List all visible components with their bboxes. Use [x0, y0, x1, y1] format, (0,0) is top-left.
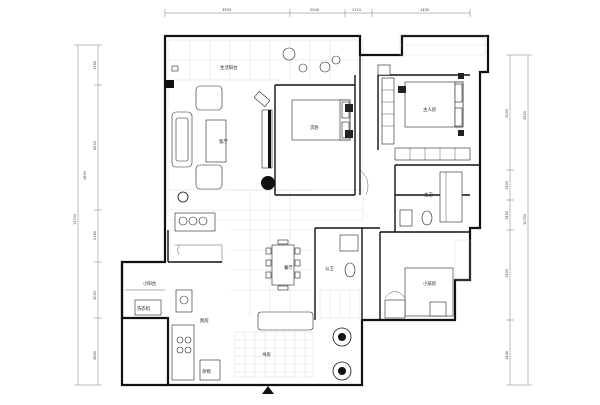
dim-left-6: 1800 [83, 170, 87, 180]
bed-master [404, 81, 464, 128]
dim-right-total: 10700 [523, 213, 527, 225]
dim-top-4: 1400 [420, 8, 430, 12]
room-label-storage: 杂物 [202, 368, 211, 375]
right-dimension-lines: 3000 1500 1450 1500 1440 10700 3500 [505, 54, 532, 386]
room-label-master-bath: 主卫 [424, 191, 433, 198]
armchair-bottom [195, 164, 223, 190]
kitchen: 厨房 杂物 [171, 289, 221, 381]
entry-area: 书房 [234, 311, 352, 394]
room-label-second: 次卧 [310, 124, 319, 131]
top-dimension-lines: 3950 2040 1115 1400 [164, 8, 471, 17]
small-bedroom: 小孩房 [384, 239, 471, 319]
small-balcony: 小阳台 洗衣机 [125, 280, 165, 316]
room-label-laundry: 洗衣机 [137, 305, 151, 312]
basin-master [399, 209, 413, 227]
dim-top-3: 1115 [352, 8, 361, 12]
dim-left-total: 13700 [73, 213, 77, 225]
plant-icon-2 [332, 361, 352, 381]
plant-icon [261, 176, 275, 190]
dim-left-4: 3000 [93, 290, 97, 300]
stove-burner-icon [176, 336, 184, 344]
room-label-guest-bath: 公卫 [325, 266, 334, 272]
dim-right-4: 1500 [505, 268, 509, 278]
room-label-living: 客厅 [219, 138, 228, 145]
coffee-table [205, 119, 227, 163]
room-label-study: 书房 [262, 351, 271, 358]
dim-right-1: 3000 [505, 108, 509, 118]
balcony-area: 生活阳台 阳台 [166, 47, 341, 88]
dim-right-outer: 3500 [523, 110, 527, 120]
dim-left-2: 4900 [93, 140, 97, 150]
dim-top-1: 3950 [222, 8, 232, 12]
dim-left-5: 2850 [93, 350, 97, 360]
room-label-master: 主人房 [423, 106, 437, 113]
dim-right-3: 1450 [505, 210, 509, 220]
room-label-small: 小孩房 [423, 280, 437, 287]
dining-room: 餐厅 [265, 239, 301, 291]
toilet-master [421, 210, 433, 226]
dim-left-3: 2180 [93, 230, 97, 240]
dim-right-5: 1440 [505, 350, 509, 360]
plant-icon-1 [332, 327, 352, 347]
interior-walls [167, 55, 480, 320]
toilet-guest [344, 262, 356, 278]
living-room: 客厅 [171, 85, 275, 262]
dim-right-2: 1500 [505, 180, 509, 190]
master-bathroom: 主卫 [399, 171, 463, 227]
second-bedroom: 次卧 [291, 99, 369, 196]
room-label-balcony: 生活阳台 [220, 64, 238, 71]
room-label-small-balcony: 小阳台 [143, 280, 157, 287]
guest-bathroom: 公卫 [319, 234, 361, 319]
dim-left-1: 1350 [93, 60, 97, 70]
entrance-arrow-icon [262, 386, 274, 394]
room-label-dining: 餐厅 [284, 264, 293, 271]
tv-cabinet [261, 109, 273, 169]
basin-guest [339, 234, 359, 252]
floor-lamp-icon [177, 191, 189, 203]
round-table [282, 47, 296, 61]
kitchen-counter [171, 324, 195, 381]
master-bedroom: 主人房 [377, 34, 486, 161]
dim-top-2: 2040 [310, 8, 320, 12]
dining-table [271, 244, 295, 286]
left-dimension-lines: 1350 4900 2180 3000 2850 13700 1800 [73, 44, 102, 386]
room-label-kitchen: 厨房 [200, 317, 209, 324]
armchair-top [195, 85, 223, 111]
